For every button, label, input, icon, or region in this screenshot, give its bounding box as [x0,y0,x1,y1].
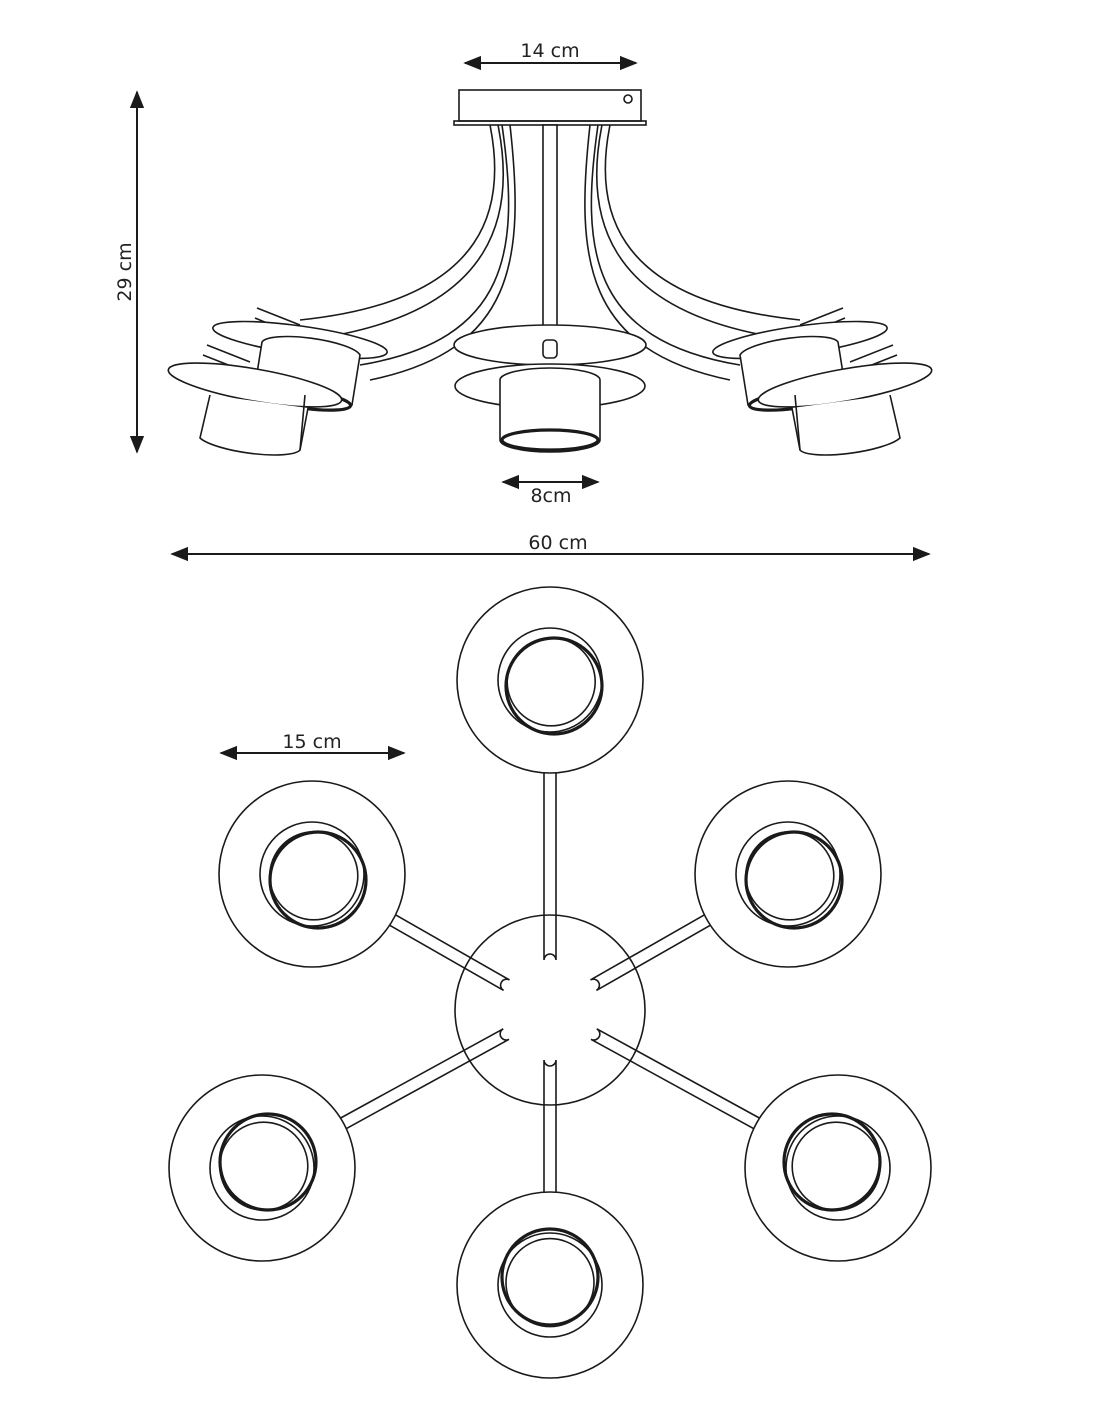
arm-upper-left [389,914,510,992]
lamp-disk-bottom [456,1191,644,1379]
lamp-disk-lower-left [168,1074,356,1262]
side-lamp-center [453,324,647,453]
lamp-inner-upper-right [744,830,835,921]
canopy-circle [454,914,646,1106]
ceiling-plate [458,89,642,122]
lamp-ring-bottom [500,1227,600,1327]
arm-bottom [543,1059,557,1192]
lamp-inner-top [506,636,597,727]
dimension-disk-diameter: 15 cm [219,731,406,761]
lamp-disk-lower-right [744,1074,932,1262]
lamp-disk-upper-right [694,780,882,968]
lamp-shade-lower-right [785,1115,891,1221]
lamp-inner-upper-left [268,830,359,921]
side-view [167,89,933,456]
screw-icon [623,94,633,104]
lamp-inner-lower-left [218,1121,309,1211]
dimension-shade-diameter: 8cm [501,474,600,507]
lamp-shade-upper-left [259,821,365,927]
side-lamp-left-front [167,362,343,456]
lamp-inner-lower-right [791,1121,882,1211]
total-width-label: 60 cm [528,532,587,554]
lamp-disk-upper-left [218,780,406,968]
dimension-height: 29 cm [114,90,145,454]
lamp-disk-top [456,586,644,774]
lamp-inner-bottom [505,1237,595,1328]
height-label: 29 cm [114,242,136,301]
dimension-total-width: 60 cm [170,532,931,562]
lamp-shade-bottom [497,1232,603,1338]
shade-diameter-label: 8cm [530,485,571,507]
arm-upper-right [590,914,711,992]
arm-top [543,773,557,961]
arm-lower-left [340,1028,510,1130]
top-view [168,586,932,1379]
disk-diameter-label: 15 cm [282,731,341,753]
lamp-shade-lower-left [209,1115,315,1221]
dimension-plate-width: 14 cm [463,40,638,71]
lamp-shade-upper-right [735,821,841,927]
side-lamp-right-front [757,362,933,456]
arm-lower-right [590,1028,760,1130]
plate-width-label: 14 cm [520,40,579,62]
